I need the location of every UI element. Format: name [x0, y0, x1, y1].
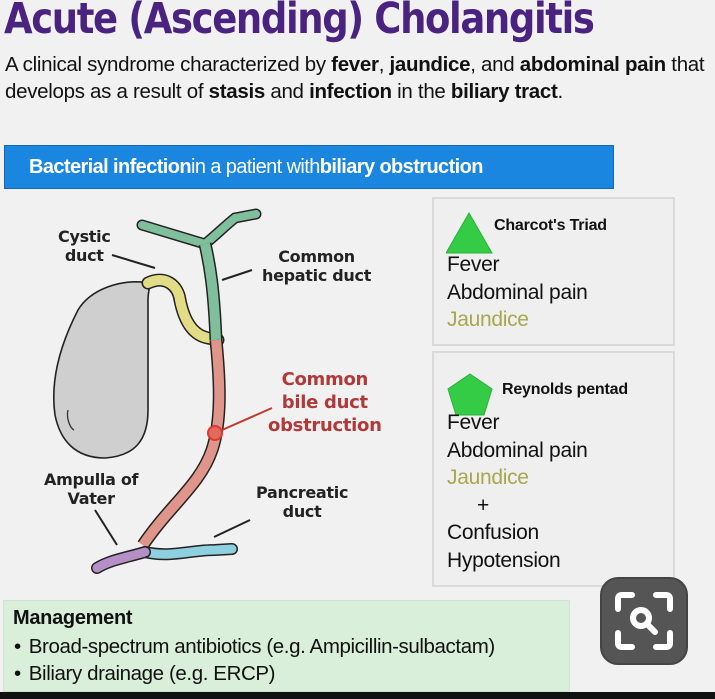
plus-sign: + [477, 493, 489, 517]
obstruction-marker [207, 425, 223, 441]
reynolds-item-extra: Hypotension [447, 548, 561, 572]
label-line: obstruction [268, 415, 382, 436]
reynolds-title: Reynolds pentad [502, 381, 628, 398]
intro-segment: , [378, 53, 390, 76]
charcot-triad-box: Charcot's Triad Fever Abdominal pain Jau… [432, 197, 675, 346]
bottom-bar [0, 692, 715, 699]
reynolds-item: Fever [447, 411, 500, 434]
management-box: Management • Broad-spectrum antibiotics (… [3, 600, 570, 692]
intro-segment: that develops as a result of [5, 53, 705, 103]
management-title: Management [13, 607, 133, 629]
charcot-item: Fever [447, 253, 500, 276]
management-item-text: Broad-spectrum antibiotics (e.g. Ampicil… [28, 635, 495, 658]
label-cbd-obstruction: Common bile duct obstruction [268, 368, 382, 437]
label-line: duct [64, 246, 104, 265]
intro-segment: . [557, 79, 564, 103]
label-line: hepatic duct [262, 266, 372, 285]
reynolds-pentad-box: Reynolds pentad Fever Abdominal pain Jau… [432, 351, 675, 587]
reynolds-item: Abdominal pain [447, 438, 588, 462]
reynolds-item-extra: Confusion [447, 521, 539, 544]
intro-segment: abdominal pain [519, 53, 666, 76]
label-ampulla-of-vater: Ampulla of Vater [44, 470, 139, 508]
intro-paragraph: A clinical syndrome characterized by fev… [5, 52, 705, 105]
label-line: bile duct [281, 392, 368, 413]
label-line: Common [278, 247, 355, 266]
intro-segment: , and [470, 53, 520, 76]
management-list: • Broad-spectrum antibiotics (e.g. Ampici… [14, 633, 495, 687]
biliary-diagram [52, 208, 273, 574]
label-common-hepatic-duct: Common hepatic duct [262, 247, 371, 285]
charcot-item-jaundice: Jaundice [447, 308, 529, 331]
banner-segment: Bacterial infection [29, 155, 192, 178]
charcot-item: Abdominal pain [447, 280, 588, 304]
label-line: Vater [67, 489, 116, 508]
label-line: Ampulla of [44, 470, 139, 489]
intro-segment: in the [391, 79, 451, 103]
label-line: Cystic [58, 227, 111, 246]
management-item: • Biliary drainage (e.g. ERCP) [14, 660, 495, 687]
charcot-items: Fever Abdominal pain Jaundice [447, 251, 588, 334]
intro-segment: stasis [208, 79, 266, 103]
reynolds-item-jaundice: Jaundice [447, 466, 529, 489]
page-title: Acute (Ascending) Cholangitis [4, 0, 595, 44]
intro-segment: biliary tract [450, 79, 558, 103]
management-item-text: Biliary drainage (e.g. ERCP) [28, 662, 276, 685]
charcot-title: Charcot's Triad [494, 217, 607, 234]
pentagon-icon [447, 373, 493, 416]
triangle-icon [446, 211, 493, 254]
banner: Bacterial infection in a patient with bi… [4, 145, 614, 189]
gallbladder-highlight [66, 409, 75, 431]
bullet: • [14, 635, 21, 658]
intro-segment: fever [331, 53, 379, 76]
management-item: • Broad-spectrum antibiotics (e.g. Ampici… [14, 633, 495, 660]
reynolds-items: Fever Abdominal pain Jaundice + Confusio… [447, 409, 588, 574]
intro-segment: jaundice [389, 53, 471, 76]
intro-segment: infection [309, 79, 392, 103]
banner-segment: biliary obstruction [319, 155, 484, 178]
label-cystic-duct: Cystic duct [58, 227, 111, 265]
common-bile-duct [137, 339, 226, 549]
gallbladder [52, 281, 151, 459]
label-line: Pancreatic [256, 483, 349, 502]
label-line: Common [281, 369, 369, 390]
bullet: • [14, 662, 21, 685]
label-line: duct [282, 502, 322, 521]
visual-search-icon [615, 592, 673, 650]
label-pancreatic-duct: Pancreatic duct [256, 483, 348, 521]
visual-search-button[interactable] [600, 577, 688, 665]
intro-segment: and [264, 79, 310, 103]
banner-segment: in a patient with [190, 155, 320, 178]
intro-segment: A clinical syndrome characterized by [5, 53, 332, 76]
